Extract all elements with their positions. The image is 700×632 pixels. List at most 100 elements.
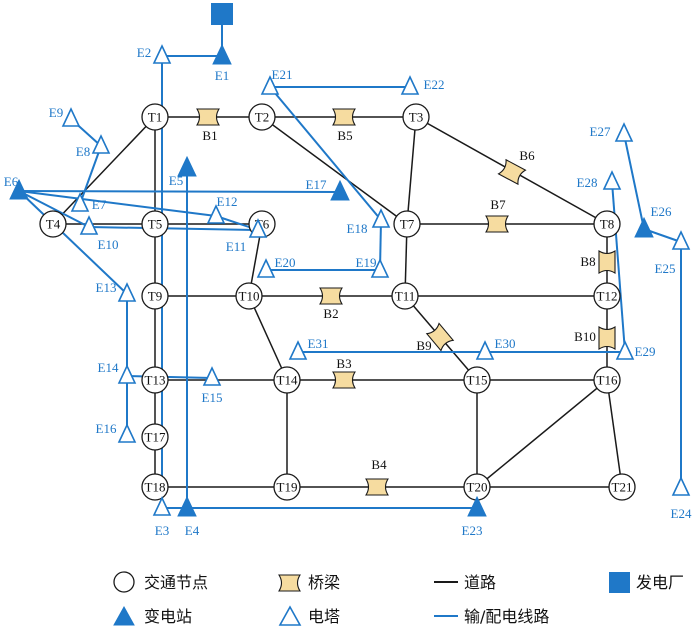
tower-E29: E29 bbox=[615, 340, 655, 360]
bridge-B1 bbox=[196, 108, 220, 126]
bridge-symbol bbox=[425, 322, 455, 352]
node-circle bbox=[402, 103, 430, 131]
tower-label: E2 bbox=[137, 45, 151, 60]
traffic-node-T11: T11 bbox=[391, 282, 419, 310]
tower-symbol bbox=[79, 215, 99, 235]
bridge-symbol bbox=[196, 108, 220, 126]
tower-symbol bbox=[248, 218, 268, 238]
tower-symbol bbox=[256, 258, 276, 278]
substation-E23: E23 bbox=[462, 495, 487, 538]
substation-label: E26 bbox=[651, 204, 672, 219]
node-circle bbox=[141, 282, 169, 310]
tower-E20: E20 bbox=[256, 255, 296, 278]
node-label: T2 bbox=[255, 110, 269, 125]
traffic-node-T13: T13 bbox=[141, 366, 169, 394]
tower-E18: E18 bbox=[347, 208, 391, 236]
power-plant bbox=[211, 3, 233, 25]
substation-E5: E5 bbox=[169, 155, 197, 188]
tower-E25: E25 bbox=[655, 230, 691, 276]
bridge-B10 bbox=[598, 326, 616, 350]
substation-symbol bbox=[330, 179, 350, 201]
tower-label: E13 bbox=[96, 280, 117, 295]
node-label: T8 bbox=[600, 217, 614, 232]
legend-tower-symbol bbox=[278, 605, 302, 626]
tower-label: E24 bbox=[671, 506, 692, 521]
tower-label: E10 bbox=[98, 237, 119, 252]
traffic-node-T14: T14 bbox=[273, 366, 301, 394]
power-line bbox=[269, 86, 382, 221]
node-circle bbox=[141, 210, 169, 238]
bridge-label: B2 bbox=[323, 306, 338, 321]
tower-E24: E24 bbox=[671, 476, 692, 521]
tower-label: E9 bbox=[49, 105, 63, 120]
bridge-symbol bbox=[365, 478, 389, 496]
node-circle bbox=[593, 366, 621, 394]
legend-road-label: 道路 bbox=[464, 573, 496, 592]
traffic-node-T12: T12 bbox=[593, 282, 621, 310]
bridge-B9 bbox=[425, 322, 455, 352]
node-label: T11 bbox=[395, 289, 415, 304]
traffic-node-T5: T5 bbox=[141, 210, 169, 238]
tower-E15: E15 bbox=[202, 366, 222, 405]
traffic-node-T18: T18 bbox=[141, 473, 169, 501]
tower-label: E20 bbox=[275, 255, 296, 270]
node-circle bbox=[39, 210, 67, 238]
tower-label: E11 bbox=[226, 239, 246, 254]
road-T2-T7 bbox=[261, 116, 408, 225]
traffic-node-T8: T8 bbox=[593, 210, 621, 238]
node-label: T13 bbox=[145, 373, 166, 388]
tower-label: E18 bbox=[347, 221, 368, 236]
substation-E26: E26 bbox=[634, 204, 672, 238]
node-label: T4 bbox=[46, 217, 61, 232]
traffic-node-T19: T19 bbox=[273, 473, 301, 501]
tower-symbol bbox=[117, 423, 137, 443]
node-circle bbox=[463, 366, 491, 394]
tower-label: E16 bbox=[96, 421, 117, 436]
legend-bridge-label: 桥梁 bbox=[308, 573, 340, 592]
node-label: T15 bbox=[467, 373, 488, 388]
bridge-symbol bbox=[319, 287, 343, 305]
bridge-label: B1 bbox=[202, 128, 217, 143]
tower-E8: E8 bbox=[76, 134, 111, 159]
bridge-B8 bbox=[598, 250, 616, 274]
substation-label: E4 bbox=[185, 523, 200, 538]
node-label: T21 bbox=[612, 480, 633, 495]
bridge-symbol bbox=[332, 108, 356, 126]
power-line bbox=[18, 190, 341, 193]
node-label: T7 bbox=[400, 217, 415, 232]
substation-symbol bbox=[467, 495, 487, 517]
legend-bridge-symbol bbox=[278, 574, 301, 592]
legend-node-symbol bbox=[113, 571, 135, 593]
tower-symbol bbox=[615, 340, 635, 360]
node-label: T1 bbox=[148, 110, 162, 125]
tower-E2: E2 bbox=[137, 44, 172, 64]
bridge-B6 bbox=[497, 158, 527, 186]
tower-label: E3 bbox=[155, 523, 169, 538]
substation-E1: E1 bbox=[212, 43, 232, 83]
tower-E7: E7 bbox=[70, 192, 107, 212]
legend-plant-symbol bbox=[609, 572, 630, 593]
bridge-label: B7 bbox=[490, 197, 506, 212]
power-line bbox=[611, 181, 626, 353]
tower-E19: E19 bbox=[356, 255, 390, 278]
substation-E6: E6 bbox=[4, 174, 29, 200]
tower-E3: E3 bbox=[152, 496, 172, 538]
bridge-symbol bbox=[332, 371, 356, 389]
tower-symbol bbox=[152, 44, 172, 64]
traffic-node-T9: T9 bbox=[141, 282, 169, 310]
power-line bbox=[18, 190, 217, 217]
bridge-symbol bbox=[598, 250, 616, 274]
substation-label: E1 bbox=[215, 68, 229, 83]
node-circle bbox=[235, 282, 263, 310]
node-label: T19 bbox=[277, 480, 298, 495]
tower-symbol bbox=[91, 134, 111, 154]
node-label: T14 bbox=[277, 373, 298, 388]
legend-station-symbol bbox=[113, 605, 135, 626]
bridge-B2 bbox=[319, 287, 343, 305]
node-label: T10 bbox=[239, 289, 260, 304]
legend-station-label: 变电站 bbox=[144, 607, 192, 626]
bridge-symbol bbox=[598, 326, 616, 350]
